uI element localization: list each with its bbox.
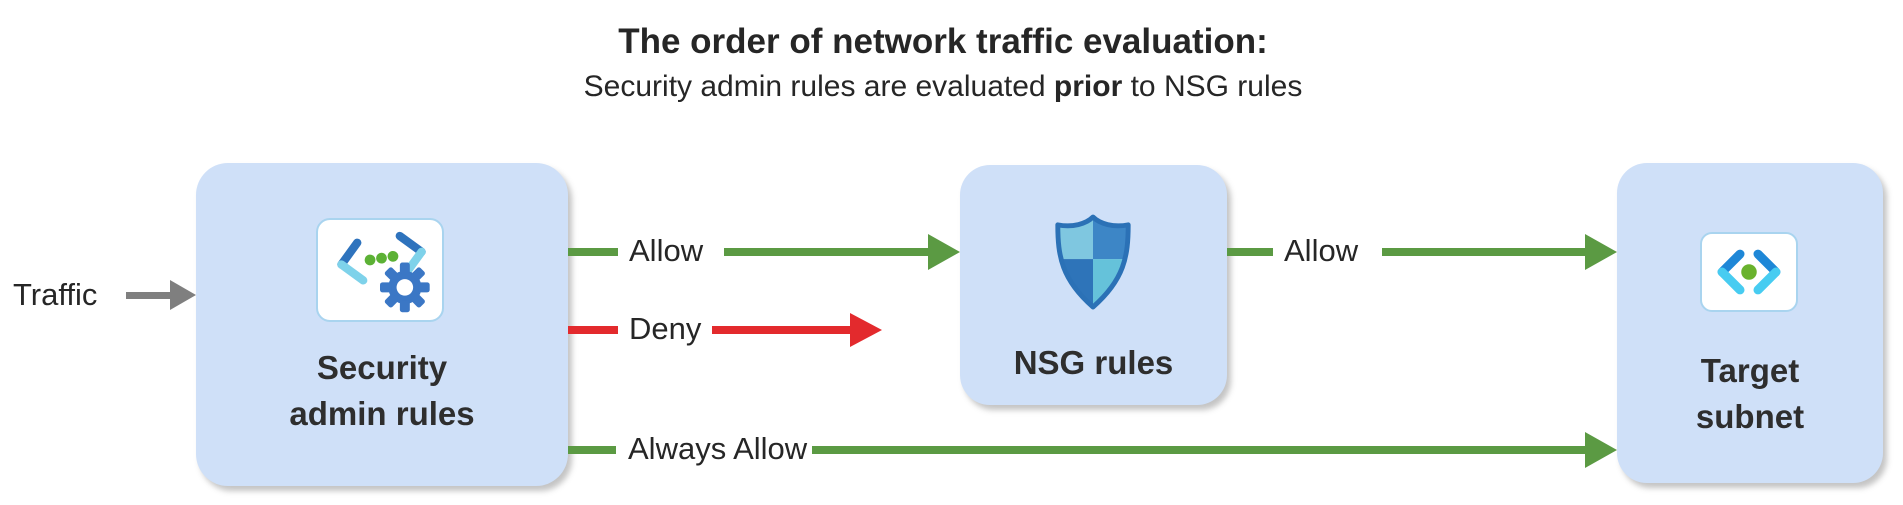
allow-to-target-line [1382, 248, 1587, 256]
deny-line [712, 326, 850, 334]
allow-to-target-stub-line [1227, 248, 1273, 256]
subnet-brackets-icon [1717, 249, 1781, 295]
subtitle-bold-word: prior [1053, 70, 1123, 103]
always-allow-stub-line [568, 446, 616, 454]
allow-to-nsg-line [724, 248, 930, 256]
nsg-shield-icon [1055, 214, 1131, 310]
security-admin-rules-label: Security admin rules [196, 345, 568, 437]
traffic-label: Traffic [13, 277, 98, 312]
subnet-icon-tile [1700, 232, 1798, 312]
security-admin-label-line2: admin rules [289, 395, 475, 433]
security-admin-label-line1: Security [316, 349, 448, 386]
node-security-admin-rules: Security admin rules [196, 163, 568, 486]
traffic-arrow-line [126, 292, 172, 299]
target-subnet-label: Target subnet [1617, 348, 1883, 440]
allow-to-nsg-stub-line [568, 248, 618, 256]
subtitle-suffix: to NSG rules [1122, 70, 1303, 103]
target-subnet-label-line1: Target [1700, 352, 1800, 389]
target-subnet-label-line2: subnet [1695, 398, 1805, 436]
network-manager-icon-tile [316, 218, 444, 322]
page-title: The order of network traffic evaluation: [618, 22, 1268, 61]
deny-stub-line [568, 326, 618, 334]
always-allow-line [812, 446, 1585, 454]
deny-arrowhead-icon [850, 313, 885, 347]
allow-to-target-label: Allow [1284, 233, 1359, 268]
deny-label: Deny [629, 311, 702, 346]
node-target-subnet: Target subnet [1617, 163, 1883, 483]
allow-to-nsg-label: Allow [629, 233, 704, 268]
node-nsg-rules: NSG rules [960, 165, 1227, 405]
network-manager-gear-icon [337, 231, 430, 313]
always-allow-arrowhead-icon [1585, 432, 1620, 468]
traffic-arrowhead-icon [170, 280, 199, 310]
subtitle-prefix: Security admin rules are evaluated [583, 70, 1054, 103]
page-subtitle: Security admin rules are evaluated prior… [584, 70, 1303, 104]
allow-to-target-arrowhead-icon [1585, 234, 1620, 270]
allow-to-nsg-arrowhead-icon [928, 234, 963, 270]
nsg-rules-label: NSG rules [1013, 344, 1174, 381]
always-allow-label: Always Allow [628, 431, 808, 466]
